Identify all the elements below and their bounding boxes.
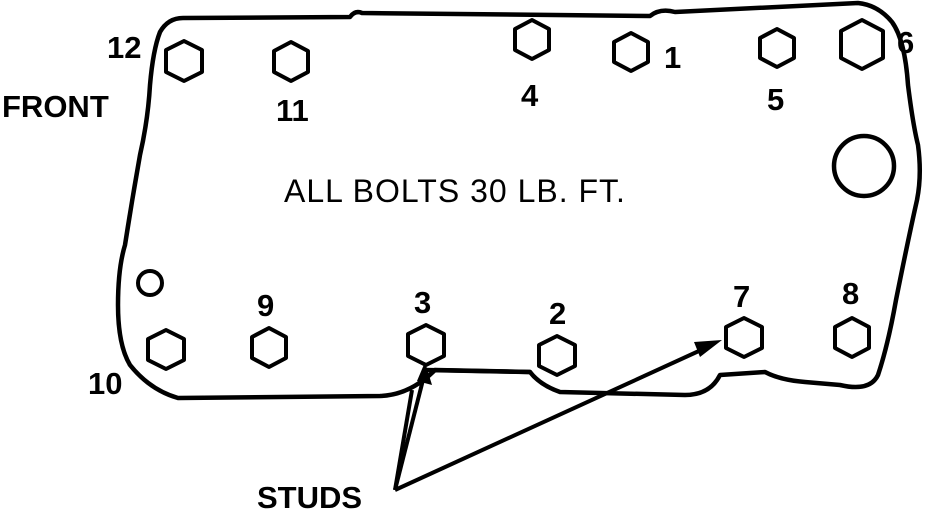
bolt-label-12: 12 <box>107 30 141 65</box>
bolt-5-hex <box>758 27 796 69</box>
bolt-11-hex <box>272 40 310 83</box>
studs-label: STUDS <box>257 480 362 512</box>
bolt-8-hex <box>833 316 871 359</box>
bolt-label-4: 4 <box>521 78 539 113</box>
stud-connector-line <box>422 367 533 375</box>
dowel-hole-large <box>831 133 897 199</box>
bolt-label-10: 10 <box>88 366 122 401</box>
bolt-label-6: 6 <box>897 25 914 60</box>
bolt-6-hex <box>839 18 885 71</box>
bolt-label-2: 2 <box>549 296 566 331</box>
bolt-label-3: 3 <box>414 285 431 320</box>
bolt-7-hex <box>724 316 764 359</box>
bolt-10-hex <box>146 328 186 371</box>
stud-arrow-3b <box>393 389 414 491</box>
stud-arrow-7 <box>394 343 713 492</box>
stud-arrowhead-3 <box>417 362 432 385</box>
bolt-9-hex <box>250 326 288 369</box>
bolt-label-8: 8 <box>842 276 859 311</box>
bolt-3-hex <box>406 323 446 367</box>
torque-note: ALL BOLTS 30 LB. FT. <box>284 173 626 209</box>
cover-outline <box>115 0 922 401</box>
dowel-hole-small <box>136 269 164 297</box>
front-label: FRONT <box>2 89 109 124</box>
bolt-4-hex <box>513 18 551 61</box>
stud-arrowhead-7 <box>694 340 722 357</box>
bolt-label-1: 1 <box>664 40 681 75</box>
bolt-1-hex <box>612 31 650 73</box>
bolt-2-hex <box>537 334 577 377</box>
bolt-label-7: 7 <box>733 279 750 314</box>
bolt-label-9: 9 <box>257 288 274 323</box>
bolt-label-11: 11 <box>276 93 309 128</box>
bolt-label-5: 5 <box>767 82 784 117</box>
bolt-12-hex <box>164 39 204 83</box>
